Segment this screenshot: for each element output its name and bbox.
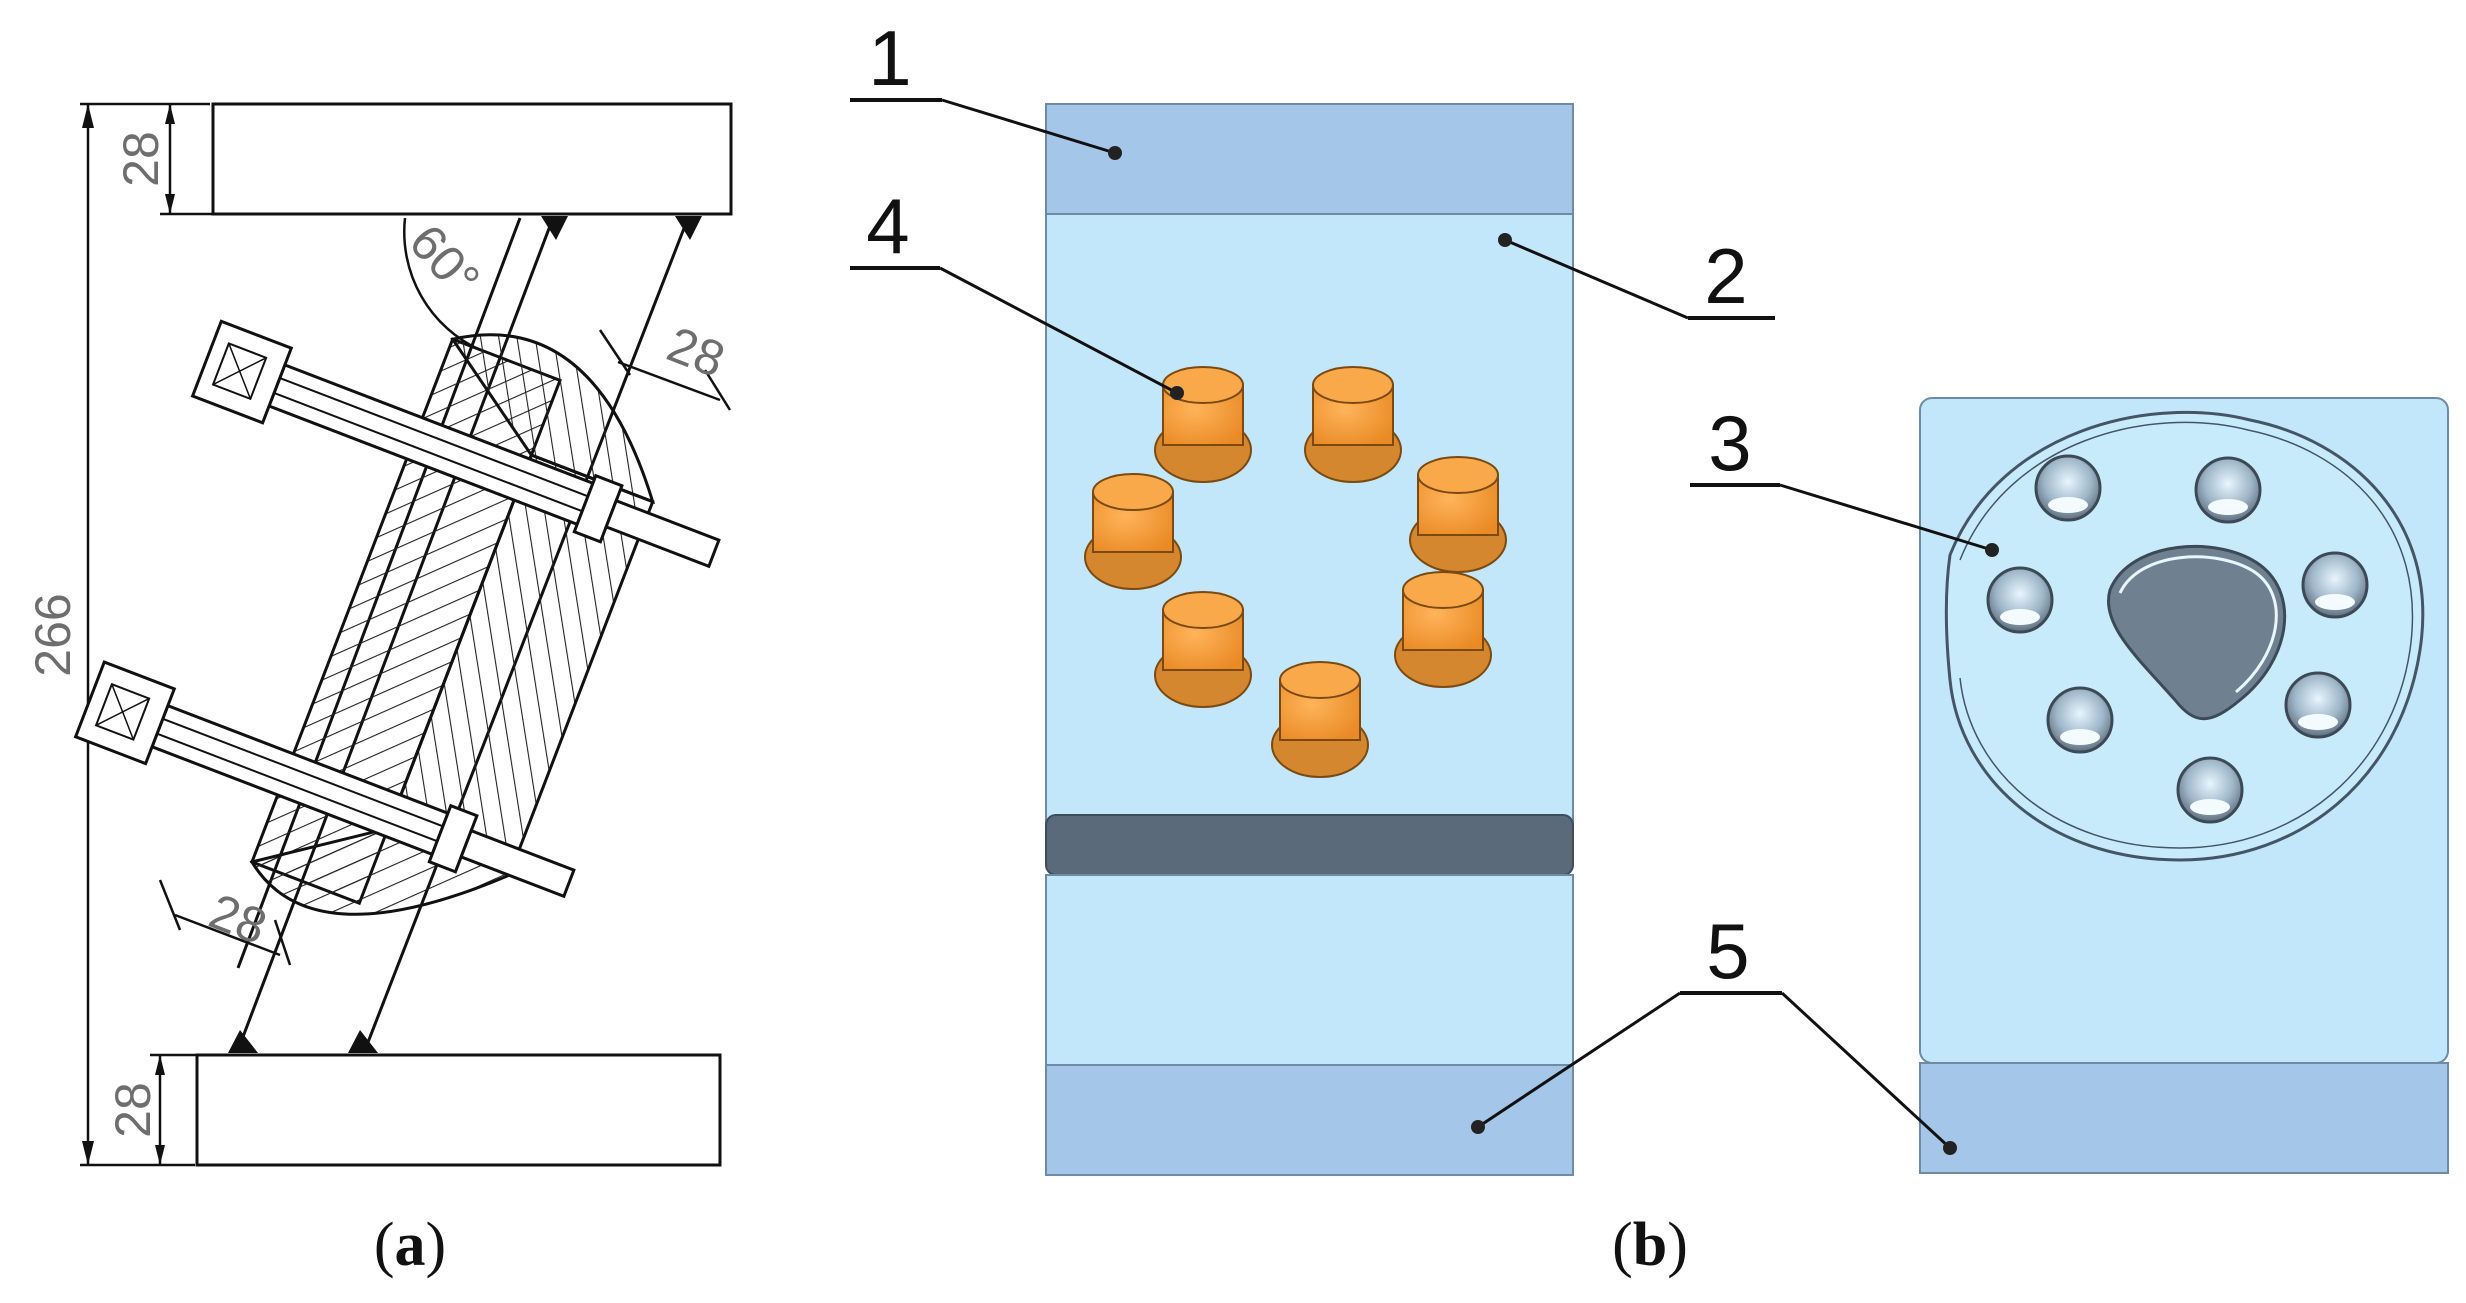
pin <box>1394 571 1492 688</box>
panel-a-drawing: 266 28 28 <box>25 102 733 1167</box>
cam-opening <box>2107 545 2287 721</box>
angle-arc <box>403 217 481 352</box>
groove <box>1045 814 1574 876</box>
bottom-plate <box>195 1053 722 1167</box>
dimension-upper-block <box>598 329 732 411</box>
pin <box>1154 591 1252 708</box>
pin <box>1154 366 1252 483</box>
dim-total-height-label: 266 <box>25 593 81 676</box>
callout-5: 5 <box>1471 907 1957 1155</box>
callout-2: 2 <box>1498 232 1775 320</box>
pin <box>1409 456 1507 573</box>
dimension-bottom-plate <box>150 1053 196 1165</box>
pin <box>1271 661 1369 778</box>
dim-lower-block-label: 28 <box>202 883 274 955</box>
callout-5-label: 5 <box>1706 907 1749 995</box>
callout-1-label: 1 <box>868 14 911 102</box>
lower-bolt <box>73 660 576 899</box>
caption-b: (b) <box>1612 1211 1688 1279</box>
callout-1: 1 <box>850 14 1122 160</box>
callout-3-label: 3 <box>1708 399 1751 487</box>
dimension-top-plate <box>160 104 212 216</box>
bottom-plate-5-side <box>1919 1062 2449 1174</box>
bolt-hole <box>2301 551 2369 619</box>
weld-marks <box>228 216 702 1053</box>
bolt-hole <box>2034 454 2102 522</box>
callout-4: 4 <box>850 182 1184 400</box>
callout-4-label: 4 <box>866 182 909 270</box>
clamp-assembly <box>249 333 656 916</box>
bolt-hole <box>2046 686 2114 754</box>
top-plate-1 <box>1045 103 1574 215</box>
specimen-side-view <box>1919 397 2449 1174</box>
dim-upper-block-label: 28 <box>660 316 732 388</box>
top-plate <box>211 102 733 216</box>
caption-a: (a) <box>374 1211 446 1279</box>
dimension-total-height <box>80 102 210 1167</box>
hatched-arc-top <box>450 333 656 505</box>
bolt-holes <box>1986 454 2369 824</box>
bolt-hole <box>2176 756 2244 824</box>
dim-angle-label: 60° <box>399 214 491 308</box>
hatched-arc-bottom <box>249 826 514 916</box>
specimen-front-view <box>1045 103 1574 1176</box>
lower-body <box>1045 874 1574 1066</box>
callout-2-label: 2 <box>1704 232 1747 320</box>
dim-top-plate-label: 28 <box>113 131 169 187</box>
bolt-hole <box>2284 671 2352 739</box>
callout-3: 3 <box>1690 399 1999 557</box>
pin-group-4 <box>1084 366 1507 778</box>
upper-bolt <box>190 319 721 569</box>
pin <box>1084 473 1182 590</box>
bolt-hole <box>1986 566 2054 634</box>
bolt-hole <box>2194 456 2262 524</box>
pin <box>1304 366 1402 483</box>
dim-bottom-plate-label: 28 <box>105 1082 161 1138</box>
dimension-lower-block <box>158 879 292 966</box>
bottom-plate-5-front <box>1045 1064 1574 1176</box>
